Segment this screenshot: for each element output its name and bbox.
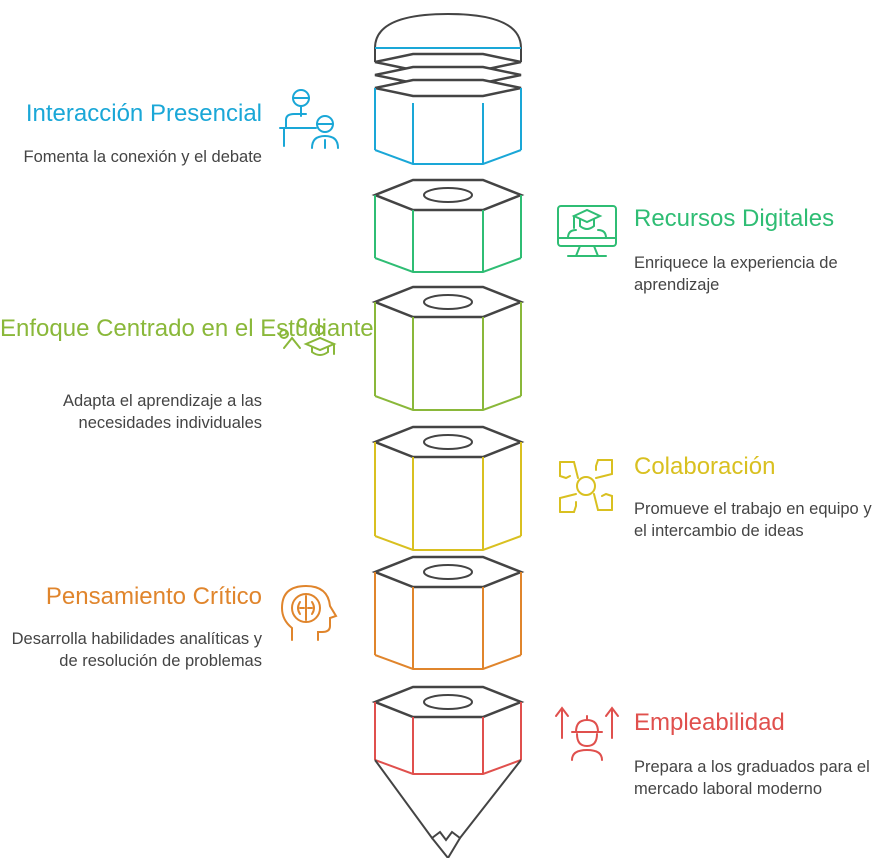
pencil-tip [374, 759, 522, 858]
item-title-colaboracion: Colaboración [634, 453, 776, 480]
teacher-student-icon [279, 89, 339, 149]
hands-collaboration-icon [559, 459, 613, 513]
pencil-segment-pensamiento [371, 555, 525, 670]
item-description-enfoque: Adapta el aprendizaje a las necesidades … [62, 392, 262, 432]
pencil-segment-colaboracion [371, 425, 525, 551]
item-description-interaccion: Fomenta la conexión y el debate [23, 148, 263, 166]
item-title-recursos: Recursos Digitales [634, 205, 835, 232]
item-title-pensamiento: Pensamiento Crítico [45, 583, 262, 610]
pencil-segment-enfoque [371, 285, 525, 411]
item-title-enfoque: Enfoque Centrado en el Estudiante [0, 315, 374, 342]
pencil-segment-empleabilidad [371, 685, 525, 775]
online-learning-monitor-icon [557, 205, 617, 257]
worker-growth-icon [555, 706, 619, 761]
head-brain-icon [280, 584, 338, 641]
item-title-interaccion: Interacción Presencial [25, 100, 262, 127]
pencil-segment-recursos [371, 178, 525, 273]
item-title-empleabilidad: Empleabilidad [634, 709, 785, 736]
item-description-pensamiento: Desarrolla habilidades analíticas y de r… [11, 630, 262, 670]
graduation-cap-network-icon [279, 318, 337, 356]
item-description-recursos: Enriquece la experiencia de aprendizaje [634, 254, 838, 294]
item-description-empleabilidad: Prepara a los graduados para el mercado … [634, 758, 870, 798]
item-description-colaboracion: Promueve el trabajo en equipo y el inter… [634, 500, 872, 540]
pencil-eraser-segment [374, 12, 522, 165]
